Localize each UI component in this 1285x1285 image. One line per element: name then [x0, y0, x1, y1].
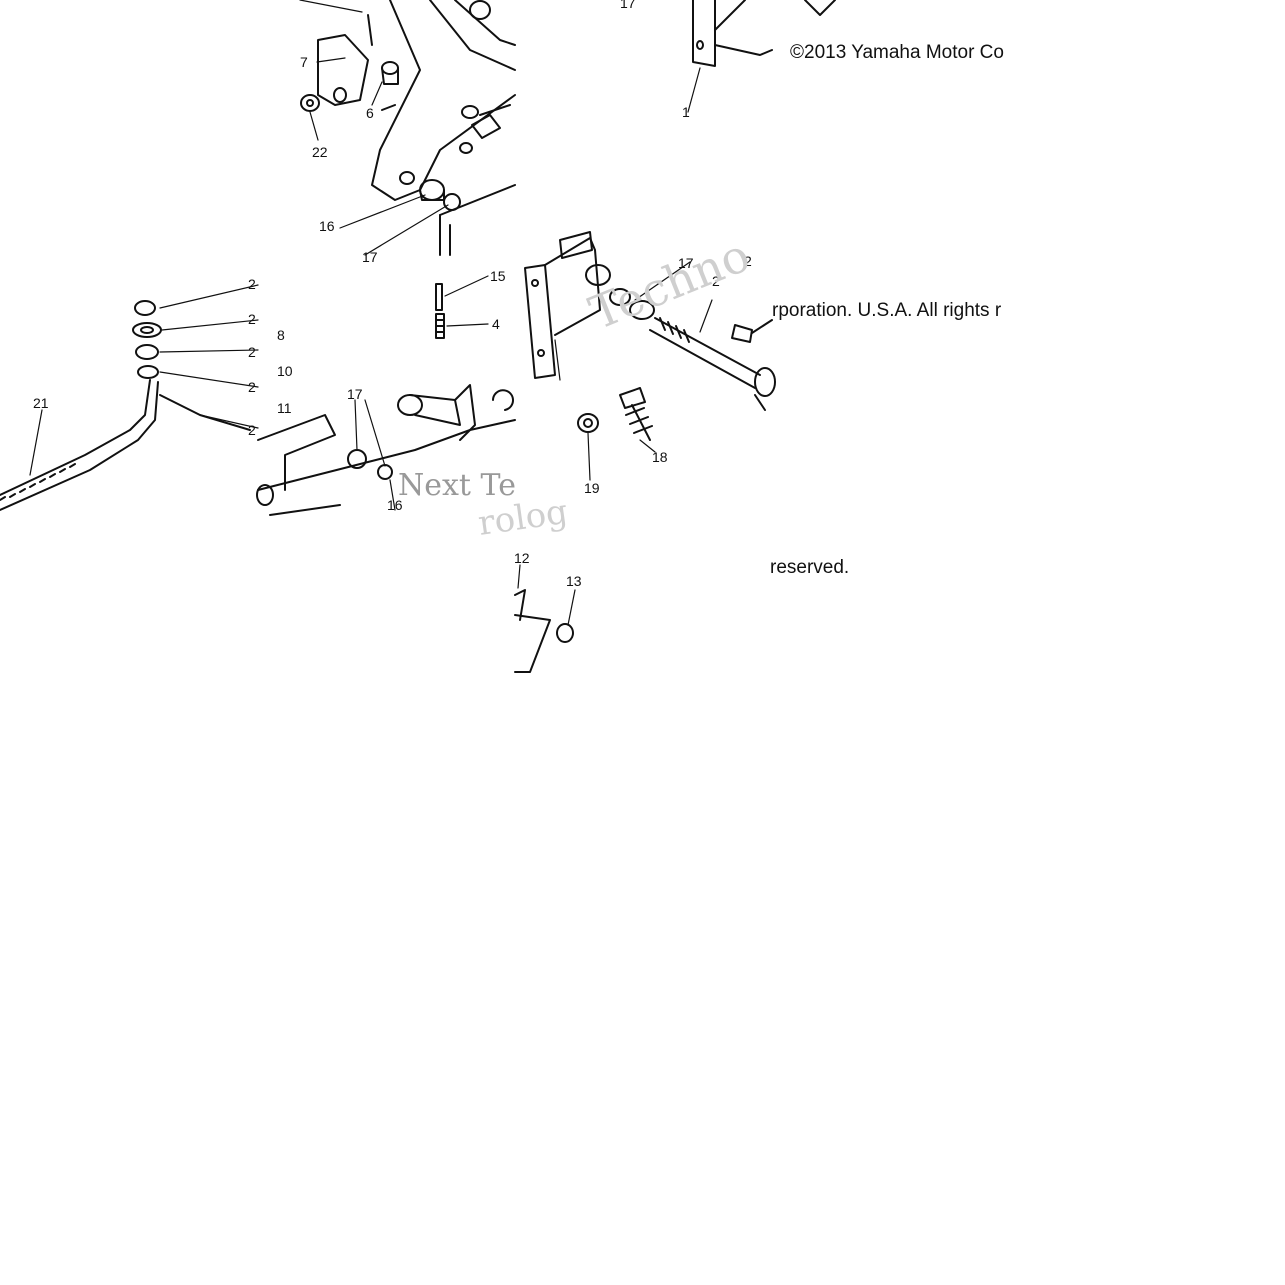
callout-number: 17 — [362, 249, 378, 265]
callout-number: 1 — [682, 104, 690, 120]
shaft-pin-6 — [381, 61, 399, 85]
callout-number: 17 — [678, 255, 694, 271]
callout-number: 13 — [566, 573, 582, 589]
callout-number: 6 — [366, 105, 374, 121]
rod-21 — [0, 379, 159, 511]
washer-stack — [132, 300, 162, 379]
callout-number: 21 — [33, 395, 49, 411]
bolt-right — [731, 319, 773, 343]
pivot-bracket — [317, 14, 373, 106]
callout-number: 17 — [620, 0, 636, 11]
callout-number: 2 — [712, 273, 720, 289]
callout-number: 2 — [248, 422, 256, 438]
callout-number: 18 — [652, 449, 668, 465]
copyright-line-2: rporation. U.S.A. All rights r — [772, 300, 1002, 321]
lever-bracket — [256, 414, 516, 516]
cross-shaft — [397, 384, 514, 441]
frame-plate — [439, 184, 516, 256]
callout-numbers: 17 7 6 22 16 17 2 2 2 8 2 10 2 11 2 21 1… — [33, 0, 752, 589]
callout-number: 2 — [248, 276, 256, 292]
nut-13 — [514, 589, 574, 673]
watermark-text-2: Next Te — [398, 468, 516, 503]
callout-number: 12 — [514, 550, 530, 566]
callout-number: 15 — [490, 268, 506, 284]
pin-15 — [435, 283, 443, 311]
callout-number: 22 — [312, 144, 328, 160]
bushing-pair — [585, 264, 655, 320]
callout-number: 11 — [277, 400, 292, 416]
nut-22 — [300, 94, 320, 112]
callout-number: 2 — [248, 379, 256, 395]
callout-number: 2 — [248, 311, 256, 327]
copyright-line-3: reserved. — [770, 557, 850, 578]
callout-number: 16 — [387, 497, 403, 513]
top-nut — [469, 0, 491, 20]
callout-number: 2 — [744, 253, 752, 269]
fwd-plate — [524, 231, 601, 379]
callout-number: 4 — [492, 316, 500, 332]
callout-number: 19 — [584, 480, 600, 496]
pin-4 — [435, 313, 445, 339]
callout-number: 16 — [319, 218, 335, 234]
callout-number: 7 — [300, 54, 308, 70]
callout-number: 10 — [277, 363, 293, 379]
leader-lines — [29, 0, 713, 626]
callout-number: 17 — [347, 386, 363, 402]
callout-number: 2 — [248, 344, 256, 360]
bolt-top — [459, 104, 511, 154]
shaft-2 — [649, 317, 776, 411]
bolt-18 — [619, 387, 653, 441]
washer-19 — [577, 413, 599, 433]
copyright-line-1: ©2013 Yamaha Motor Co — [790, 42, 1004, 63]
bracket-1 — [692, 0, 836, 67]
callout-number: 8 — [277, 327, 285, 343]
